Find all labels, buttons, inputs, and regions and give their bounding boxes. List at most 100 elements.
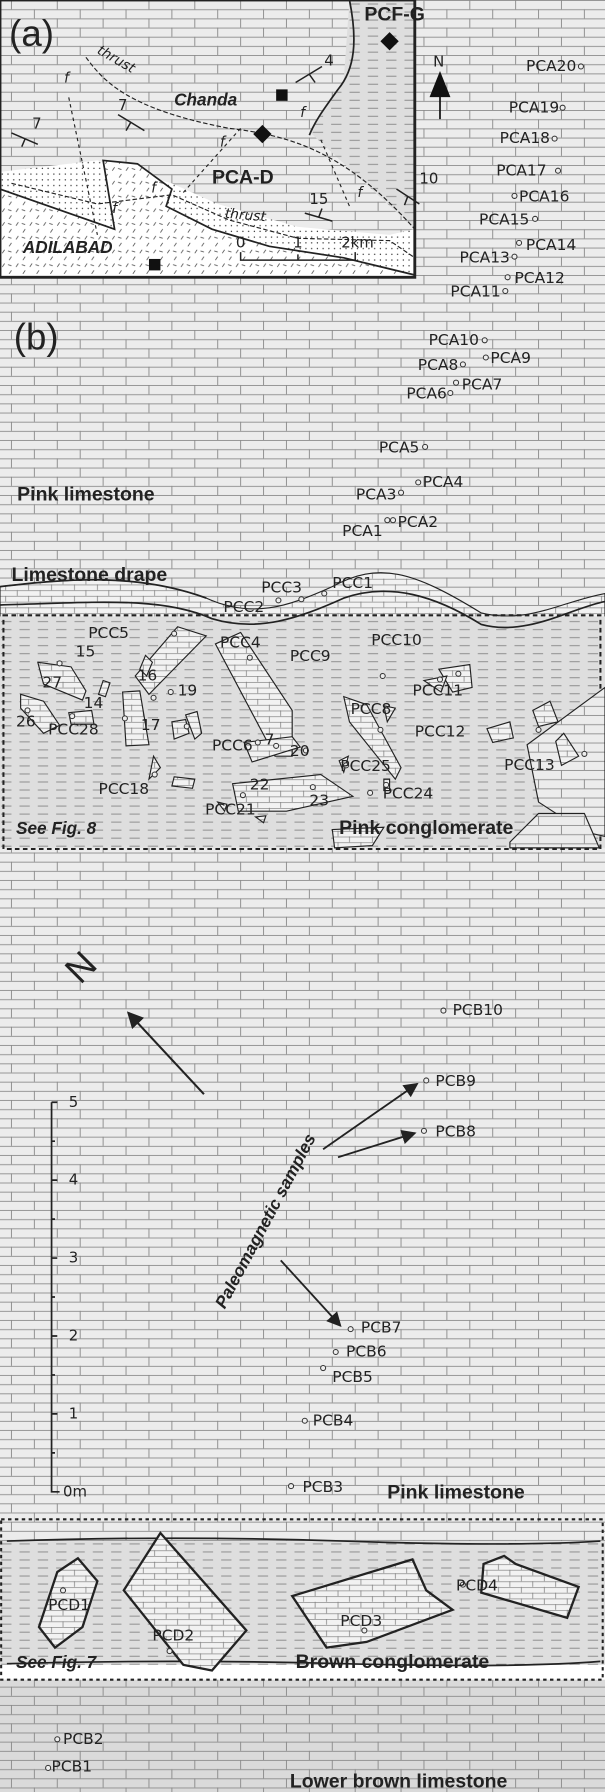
sample-site-marker (511, 192, 518, 199)
pca-sample-label: PCA13 (460, 248, 510, 266)
pcc-sample-label: PCC24 (383, 785, 434, 803)
sample-site-marker (577, 63, 584, 70)
sample-site-marker (379, 672, 386, 680)
pcc-sample-label: PCC5 (88, 624, 129, 642)
north-arrow-icon (429, 71, 451, 120)
pcc-sample-label: PCC6 (212, 736, 253, 754)
pca-sample-label: PCA7 (462, 376, 503, 394)
pcb-sample-label: PCB9 (435, 1072, 476, 1090)
fault-label: f (64, 70, 71, 86)
figure-reference: See Fig. 8 (16, 818, 97, 838)
granite-basement (0, 160, 415, 278)
sample-site-marker (298, 596, 305, 603)
pca-sample-label: PCA17 (496, 161, 546, 179)
pca-sample-label: PCA1 (342, 522, 383, 540)
sample-site-marker (455, 670, 462, 677)
pcb-sample-label: PCB5 (332, 1368, 373, 1386)
dip-value: 10 (419, 169, 438, 187)
pcc-sample-label: PCC4 (220, 633, 261, 651)
sample-site-marker (511, 253, 518, 260)
sample-site-marker (502, 287, 509, 295)
brown-conglomerate-clasts (37, 1531, 581, 1672)
chanda-label: Chanda (174, 89, 237, 109)
pcc-sample-label: 22 (250, 775, 270, 793)
pca-sample-label: PCA6 (406, 385, 447, 403)
sample-site-marker (121, 715, 128, 722)
pcc-sample-label: 20 (290, 742, 310, 760)
scale-tick-label: 1 (69, 1404, 78, 1422)
pca-sample-label: PCA12 (514, 269, 564, 287)
pcc-sample-label: PCC21 (205, 801, 256, 819)
pcd-sample-label: PCD2 (152, 1627, 194, 1645)
sample-site-marker (532, 215, 539, 222)
sample-site-marker (69, 713, 76, 720)
sample-site-marker (384, 517, 391, 524)
dip-value: 4 (324, 51, 333, 69)
pca-sample-label: PCA18 (500, 129, 550, 147)
pca-sample-label: PCA8 (418, 356, 459, 374)
unit-label: Pink conglomerate (339, 817, 513, 839)
pcc-sample-label: 15 (76, 643, 96, 661)
sample-site-marker (581, 750, 588, 757)
adilabad-town-icon (148, 258, 161, 271)
thrust-fault-lower (11, 182, 416, 259)
sample-site-marker (389, 517, 397, 524)
pca-sample-label: PCA4 (423, 473, 464, 491)
sample-site-marker (453, 379, 460, 386)
pcc-sample-label: PCC8 (351, 700, 392, 718)
pca-sample-label: PCA2 (398, 513, 439, 531)
sample-site-marker (415, 479, 422, 486)
sample-site-marker (171, 630, 178, 637)
pcb-sample-label: PCB8 (435, 1123, 476, 1141)
pca-sample-label: PCA10 (429, 331, 479, 349)
pcc-sample-label: PCC2 (223, 598, 264, 616)
dip-value: 7 (32, 114, 41, 132)
arrow-to-pcb8 (337, 1130, 417, 1159)
sample-site-marker (167, 689, 174, 696)
sample-site-marker (482, 354, 489, 361)
scale-tick-label: 4 (69, 1171, 78, 1189)
sample-site-marker (320, 1365, 327, 1372)
pcc-sample-label: 17 (141, 716, 161, 734)
adilabad-label: ADILABAD (22, 237, 113, 257)
pcc-sample-label: PCC1 (332, 574, 373, 592)
pcd-sample-label: PCD1 (48, 1596, 90, 1614)
sample-site-marker (275, 597, 282, 604)
pca-d-site-icon (253, 124, 272, 144)
sample-site-marker (377, 726, 384, 733)
sample-site-marker (183, 723, 190, 730)
pcc-sample-label: 7 (265, 731, 275, 749)
sample-site-marker (481, 337, 488, 344)
pcc-sample-label: PCC28 (48, 720, 99, 738)
sample-site-marker (166, 1648, 173, 1655)
map-scale-label: 2km (341, 233, 374, 251)
pcc-sample-label: 16 (138, 667, 158, 685)
pink-limestone-lower-unit (0, 847, 605, 1542)
sample-site-marker (367, 789, 374, 796)
arrow-to-pcb9 (322, 1082, 419, 1150)
pcb-sample-label: PCB3 (303, 1478, 344, 1496)
pcc-sample-label: 27 (42, 673, 62, 691)
pcc-sample-label: PCC13 (504, 756, 555, 774)
dip-symbols (11, 65, 420, 222)
pcb-sample-label: PCB1 (52, 1757, 93, 1775)
sample-site-marker (45, 1764, 52, 1771)
pcc-sample-label: 19 (178, 681, 198, 699)
sample-site-marker (150, 694, 157, 701)
sample-site-marker (398, 489, 405, 496)
pcd-sample-label: PCD3 (340, 1612, 382, 1630)
sample-site-marker (361, 1627, 368, 1634)
north-arrow (126, 1011, 205, 1095)
sample-site-marker (516, 239, 523, 246)
fault-label: f (151, 180, 158, 196)
sample-site-marker (535, 726, 542, 733)
map-panel-label: (a) (9, 13, 54, 54)
pcb-sample-label: PCB7 (361, 1319, 402, 1337)
pca-sample-label: PCA3 (356, 486, 397, 504)
dip-value: 7 (118, 96, 127, 114)
sample-site-marker (459, 361, 466, 368)
sample-site-marker (343, 762, 350, 769)
sample-site-marker (551, 135, 558, 142)
scale-tick-label: 3 (69, 1249, 78, 1267)
pcc-sample-label: PCC10 (371, 631, 422, 649)
